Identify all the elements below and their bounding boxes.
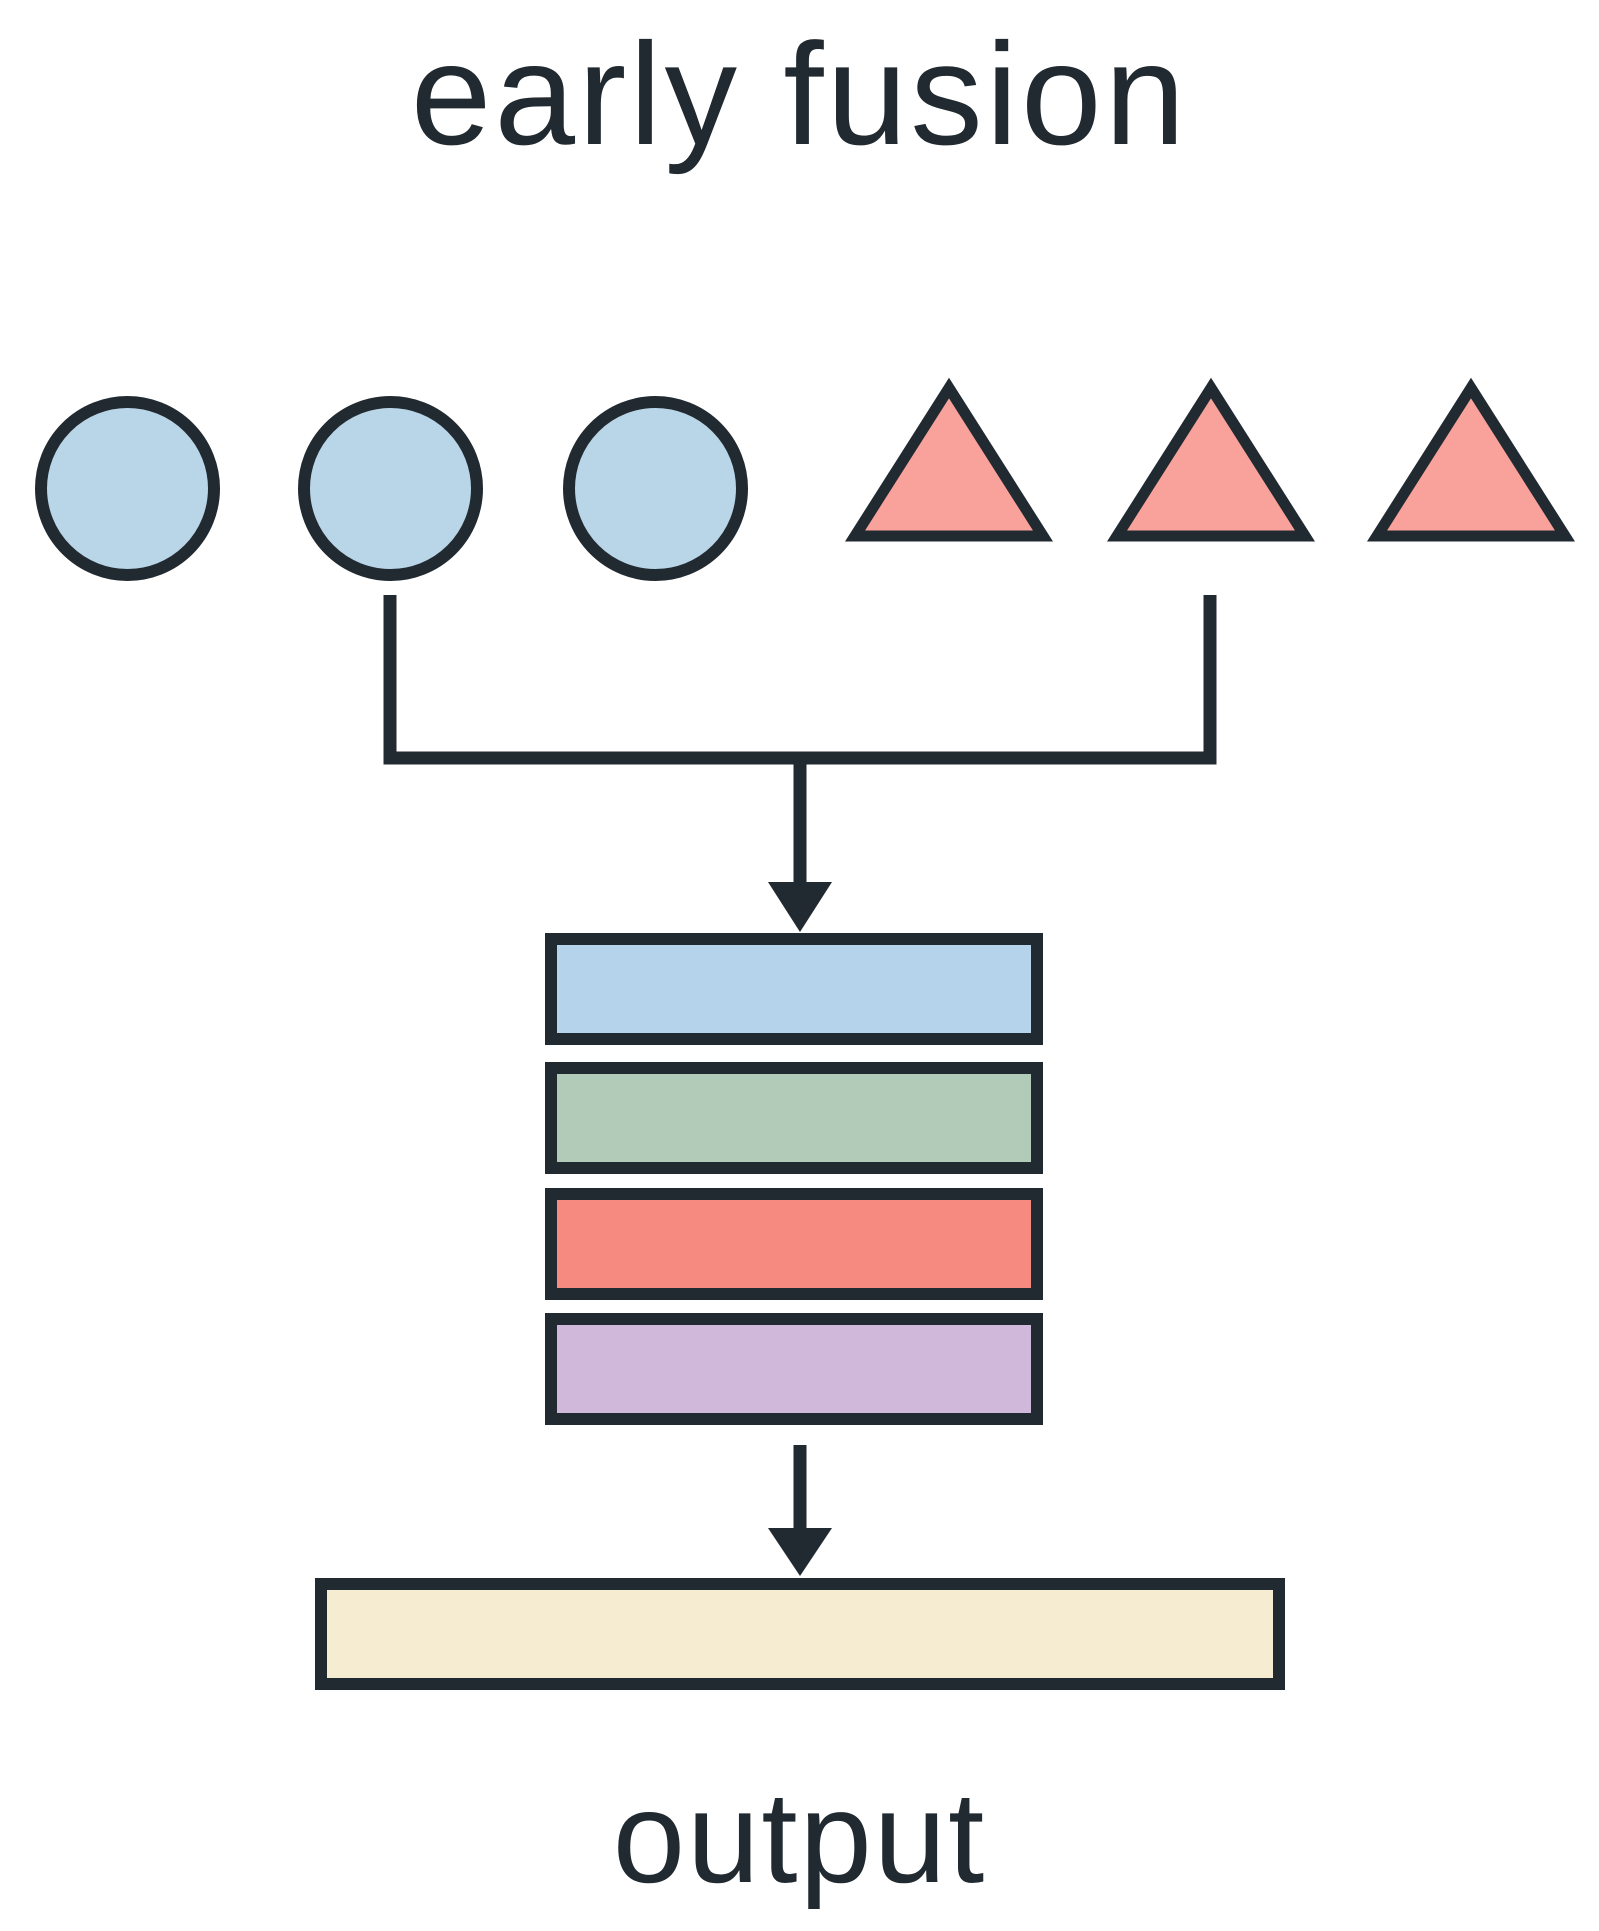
fusion-layer-blue <box>545 933 1043 1045</box>
output-arrow-head-icon <box>768 1528 832 1576</box>
triangle-token-icon <box>1366 377 1576 542</box>
merge-bracket <box>383 595 1217 765</box>
triangle-token-icon <box>844 377 1054 542</box>
fusion-layer-purple <box>545 1313 1043 1425</box>
circle-token-icon <box>35 396 220 581</box>
circle-token-icon <box>563 396 748 581</box>
output-label: output <box>612 1764 987 1910</box>
circle-token-icon <box>298 396 483 581</box>
triangle-token-icon <box>1106 377 1316 542</box>
output-block <box>315 1578 1285 1690</box>
fusion-layer-red <box>545 1188 1043 1300</box>
diagram-title: early fusion <box>410 13 1189 175</box>
fusion-arrow-head-icon <box>768 882 832 932</box>
fusion-layer-green <box>545 1062 1043 1174</box>
